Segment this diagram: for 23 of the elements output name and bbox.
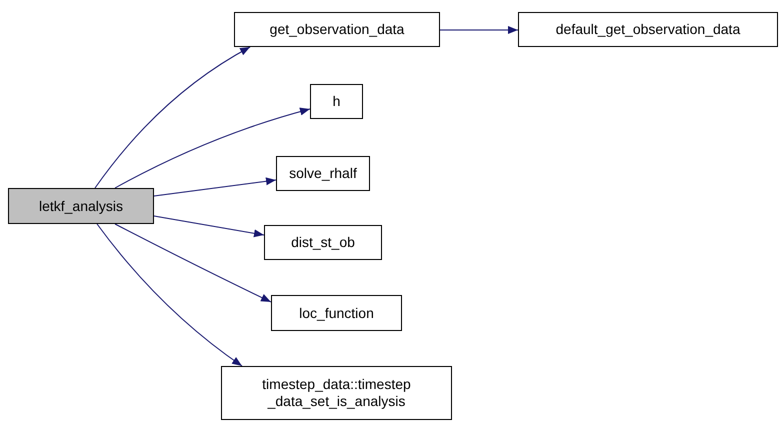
function-name: dist_st_ob bbox=[291, 234, 355, 251]
function-box bbox=[518, 12, 778, 47]
function-box bbox=[310, 84, 363, 119]
arrow bbox=[154, 216, 264, 238]
function-box bbox=[271, 295, 402, 331]
function-name: loc_function bbox=[299, 304, 374, 322]
function-box bbox=[264, 225, 382, 260]
arrow bbox=[96, 224, 243, 366]
arrow bbox=[94, 46, 251, 188]
function-box bbox=[8, 188, 154, 224]
function-box bbox=[221, 366, 452, 420]
arrow bbox=[440, 26, 518, 34]
function-name: letkf_analysis bbox=[38, 198, 124, 214]
function-name: get_observation_data bbox=[270, 21, 404, 38]
arrow bbox=[154, 177, 276, 196]
function-box bbox=[234, 12, 440, 47]
function-name: solve_rhalf bbox=[289, 165, 357, 182]
function-name: h bbox=[332, 93, 340, 110]
arrow bbox=[114, 224, 272, 302]
function-box bbox=[276, 156, 370, 191]
function-name: timestep_data::timestep _data_set_is_analysis bbox=[261, 376, 412, 410]
function-name: default_get_observation_data bbox=[556, 21, 740, 38]
arrow bbox=[114, 108, 310, 188]
